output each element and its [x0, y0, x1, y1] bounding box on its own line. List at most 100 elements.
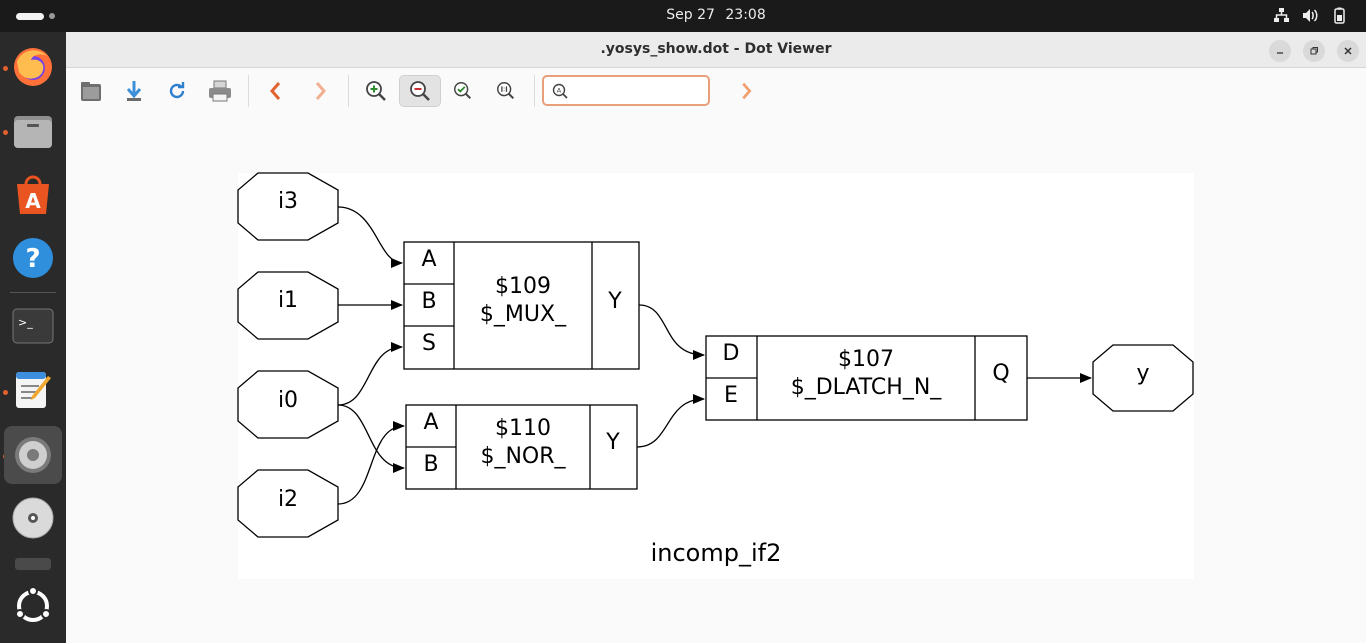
dlatch-cell-id: $107 [838, 347, 894, 372]
open-button[interactable] [74, 75, 108, 107]
title-bar[interactable]: .yosys_show.dot - Dot Viewer [66, 32, 1366, 68]
top-bar: Sep 27 23:08 [0, 0, 1366, 32]
cell-mux[interactable]: A B S $109 $_MUX_ Y [403, 241, 640, 370]
edge-i3-mux-a [337, 206, 403, 268]
reload-icon [169, 82, 185, 99]
save-icon [126, 81, 142, 101]
dot-viewer-window: .yosys_show.dot - Dot Viewer [66, 32, 1366, 643]
graph-background [238, 173, 1194, 579]
volume-icon[interactable] [1302, 7, 1319, 24]
zoom-out-button[interactable] [399, 75, 441, 107]
mux-port-b: B [421, 289, 436, 314]
maximize-button[interactable] [1303, 40, 1325, 62]
output-label-y: y [1136, 361, 1149, 386]
nor-port-a: A [423, 410, 438, 435]
edge-i0-mux-s [337, 342, 403, 406]
input-label-i1: i1 [278, 288, 298, 313]
running-indicator [3, 66, 8, 71]
edge-mux-dlatch-d [638, 304, 705, 360]
toolbar-separator [534, 75, 535, 107]
reload-button[interactable] [160, 75, 194, 107]
input-label-i0: i0 [278, 388, 298, 413]
nor-port-b: B [423, 452, 438, 477]
running-indicator [3, 390, 8, 395]
help-icon[interactable]: ? [9, 234, 57, 282]
svg-text:A: A [25, 189, 41, 213]
text-editor-icon[interactable] [9, 366, 57, 414]
mux-cell-id: $109 [495, 274, 551, 299]
dlatch-port-d: D [723, 341, 740, 366]
graph-caption: incomp_if2 [651, 539, 782, 567]
workspace-indicator-active [16, 12, 44, 20]
zoom-out-icon [410, 81, 430, 101]
nor-cell-id: $110 [495, 416, 551, 441]
disc-icon[interactable] [9, 494, 57, 542]
graph-canvas[interactable]: i3 i1 i0 i2 A B [66, 113, 1366, 643]
toolbar-separator [348, 75, 349, 107]
dock-separator [10, 292, 56, 293]
input-node-i2[interactable]: i2 [237, 469, 339, 538]
settings-icon[interactable] [4, 426, 62, 484]
input-node-i0[interactable]: i0 [237, 370, 339, 439]
nor-port-y: Y [605, 430, 620, 455]
zoom-fit-icon [454, 82, 472, 100]
back-icon [270, 82, 281, 100]
zoom-100-icon [497, 82, 515, 100]
window-title: .yosys_show.dot - Dot Viewer [600, 41, 832, 57]
zoom-in-icon [366, 81, 386, 101]
svg-text:>_: >_ [18, 316, 33, 329]
edge-nor-dlatch-e [636, 394, 705, 448]
activities-button[interactable] [16, 12, 55, 20]
edge-i2-nor-a [337, 421, 405, 505]
files-icon[interactable] [9, 106, 57, 154]
graph-svg: i3 i1 i0 i2 A B [237, 172, 1194, 567]
system-tray[interactable] [1273, 7, 1348, 24]
input-label-i3: i3 [278, 189, 298, 214]
mux-port-y: Y [607, 289, 622, 314]
dlatch-port-q: Q [992, 361, 1009, 386]
dlatch-cell-type: $_DLATCH_N_ [791, 375, 943, 400]
network-icon[interactable] [1273, 7, 1290, 24]
close-button[interactable] [1337, 40, 1359, 62]
back-button[interactable] [259, 75, 293, 107]
clock-date: Sep 27 [666, 7, 715, 23]
firefox-icon[interactable] [9, 42, 57, 90]
drive-icon[interactable] [9, 552, 57, 576]
mux-port-s: S [422, 331, 436, 356]
print-button[interactable] [203, 75, 237, 107]
battery-icon[interactable] [1331, 7, 1348, 24]
find-next-icon [742, 82, 752, 100]
print-icon [209, 80, 231, 102]
cell-nor[interactable]: A B $110 $_NOR_ Y [405, 404, 638, 490]
dock: A ? >_ [0, 32, 66, 643]
search-input[interactable] [572, 81, 702, 101]
zoom-100-button[interactable] [489, 75, 523, 107]
minimize-icon [1277, 52, 1283, 54]
svg-text:A: A [557, 87, 562, 95]
input-node-i1[interactable]: i1 [237, 271, 339, 340]
zoom-fit-button[interactable] [446, 75, 480, 107]
dlatch-port-e: E [724, 383, 738, 408]
mux-port-a: A [421, 247, 436, 272]
input-node-i3[interactable]: i3 [237, 172, 339, 241]
search-icon: A [552, 83, 568, 99]
input-label-i2: i2 [278, 487, 298, 512]
clock-time: 23:08 [725, 7, 766, 23]
nor-cell-type: $_NOR_ [480, 444, 566, 469]
terminal-icon[interactable]: >_ [9, 302, 57, 350]
app-center-icon[interactable]: A [9, 170, 57, 218]
cell-dlatch[interactable]: D E $107 $_DLATCH_N_ Q [705, 335, 1028, 421]
toolbar: A [66, 69, 1366, 113]
save-button[interactable] [117, 75, 151, 107]
clock[interactable]: Sep 27 23:08 [0, 7, 1366, 23]
minimize-button[interactable] [1269, 40, 1291, 62]
output-node-y[interactable]: y [1092, 344, 1194, 412]
mux-cell-type: $_MUX_ [480, 302, 567, 327]
ubuntu-icon[interactable] [9, 582, 57, 630]
forward-button[interactable] [303, 75, 337, 107]
find-next-button[interactable] [729, 75, 763, 107]
zoom-in-button[interactable] [359, 75, 393, 107]
edge-i0-nor-b [337, 404, 405, 473]
open-icon [81, 82, 101, 101]
search-field[interactable]: A [542, 75, 710, 106]
